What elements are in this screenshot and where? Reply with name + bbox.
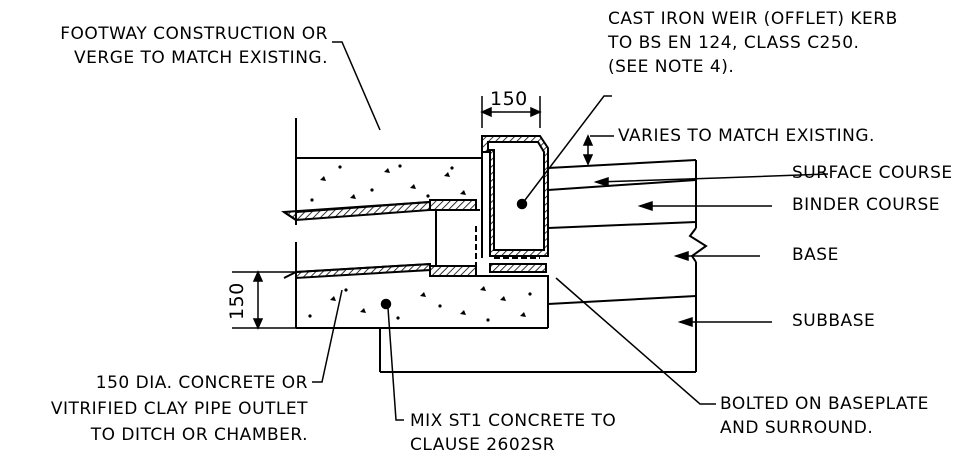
pipe-outlet bbox=[281, 199, 477, 280]
label-subbase: SUBBASE bbox=[792, 311, 876, 331]
weir-kerb bbox=[475, 135, 549, 273]
dimension-kerb-width-label: 150 bbox=[490, 88, 528, 110]
dimension-pipe-height-label: 150 bbox=[226, 282, 248, 320]
label-pipe-line2: VITRIFIED CLAY PIPE OUTLET bbox=[50, 399, 308, 419]
label-baseplate-line2: AND SURROUND. bbox=[720, 418, 874, 438]
label-concrete-line2: CLAUSE 2602SR bbox=[410, 435, 556, 455]
label-pipe-line1: 150 DIA. CONCRETE OR bbox=[95, 373, 308, 393]
label-base: BASE bbox=[792, 245, 839, 265]
label-binder-course: BINDER COURSE bbox=[792, 195, 940, 215]
leader-lines bbox=[312, 41, 829, 421]
label-footway-line1: FOOTWAY CONSTRUCTION OR bbox=[60, 24, 328, 44]
label-pipe-line3: TO DITCH OR CHAMBER. bbox=[90, 425, 308, 445]
label-kerb-line3: (SEE NOTE 4). bbox=[608, 57, 735, 77]
dimension-pipe-height bbox=[232, 270, 296, 330]
road-layers bbox=[547, 159, 697, 305]
ground-lines bbox=[295, 118, 708, 373]
label-kerb-line2: TO BS EN 124, CLASS C250. bbox=[608, 33, 860, 53]
label-varies: VARIES TO MATCH EXISTING. bbox=[618, 126, 875, 146]
dimension-kerb-width bbox=[480, 96, 542, 128]
concrete-aggregate bbox=[308, 164, 532, 322]
dimension-varies bbox=[582, 134, 614, 166]
label-kerb-line1: CAST IRON WEIR (OFFLET) KERB bbox=[608, 9, 898, 29]
label-baseplate-line1: BOLTED ON BASEPLATE bbox=[720, 394, 929, 414]
label-footway-line2: VERGE TO MATCH EXISTING. bbox=[74, 48, 328, 68]
label-surface-course: SURFACE COURSE bbox=[792, 163, 953, 183]
label-concrete-line1: MIX ST1 CONCRETE TO bbox=[410, 411, 617, 431]
